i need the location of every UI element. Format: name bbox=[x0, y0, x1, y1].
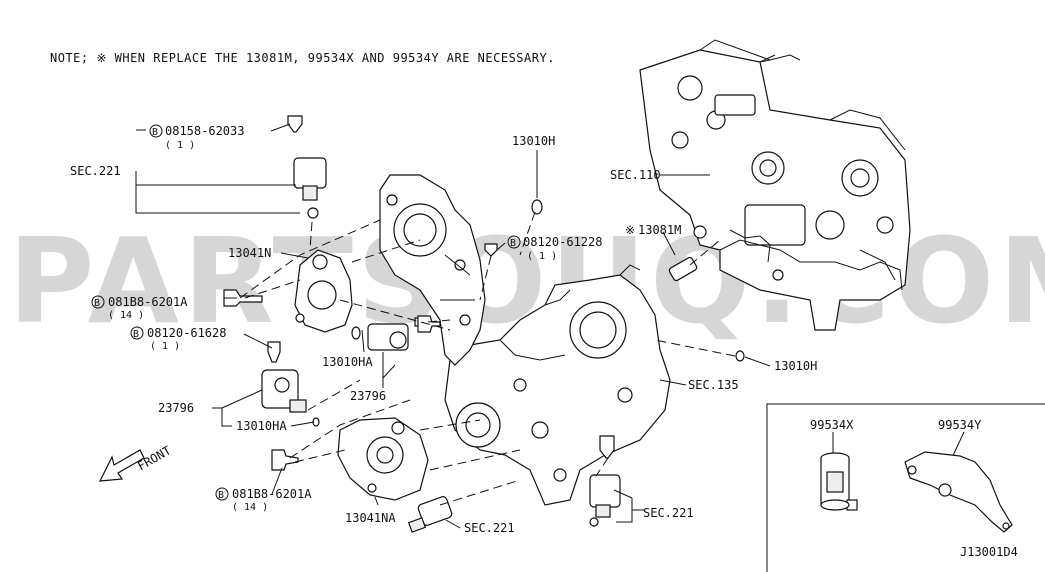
valve-23796-upper-drawing bbox=[351, 317, 430, 351]
label-081b8-6201a-bottom: 081B8-6201A bbox=[232, 487, 312, 501]
qty-08120-61228: ( 1 ) bbox=[527, 251, 557, 262]
front-label: FRONT bbox=[135, 443, 173, 473]
label-08120-61628: 08120-61628 bbox=[147, 326, 226, 340]
cam-sensor-top-drawing bbox=[287, 115, 327, 219]
label-sec135: SEC.135 bbox=[688, 378, 739, 392]
svg-text:B: B bbox=[218, 490, 224, 501]
required-marker-13081m: ※ bbox=[625, 223, 635, 237]
qty-081b8-6201a-top: ( 14 ) bbox=[108, 310, 144, 321]
label-08120-61228: 08120-61228 bbox=[523, 235, 602, 249]
label-13010h-top: 13010H bbox=[512, 134, 555, 148]
special-tools-box bbox=[766, 403, 1045, 572]
engine-block-drawing bbox=[639, 39, 911, 331]
cover-13041n-drawing bbox=[294, 249, 353, 333]
label-13010h-right: 13010H bbox=[774, 359, 817, 373]
svg-text:B: B bbox=[152, 127, 158, 138]
label-23796-upper: 23796 bbox=[350, 389, 386, 403]
label-23796-left: 23796 bbox=[158, 401, 194, 415]
sensor-bottom-drawing bbox=[407, 496, 453, 533]
svg-text:B: B bbox=[133, 329, 139, 340]
label-13010ha-lower: 13010HA bbox=[236, 419, 287, 433]
label-sec221-right: SEC.221 bbox=[643, 506, 694, 520]
bolt-marker-08120-left: B bbox=[130, 326, 144, 340]
label-13081m: 13081M bbox=[638, 223, 681, 237]
label-99534x: 99534X bbox=[810, 418, 854, 432]
svg-text:B: B bbox=[94, 298, 100, 309]
bolts-drawing bbox=[223, 243, 498, 471]
tool-99534x-drawing bbox=[820, 452, 858, 511]
inner-cover-drawing bbox=[379, 174, 486, 366]
leader-lines bbox=[135, 123, 965, 529]
label-13010ha-upper: 13010HA bbox=[322, 355, 373, 369]
pin-13081m-drawing bbox=[668, 256, 698, 282]
label-08158-62033: 08158-62033 bbox=[165, 124, 244, 138]
label-sec110: SEC.110 bbox=[610, 168, 661, 182]
label-99534y: 99534Y bbox=[938, 418, 982, 432]
bolt-marker-08158: B bbox=[149, 124, 163, 138]
label-13041na: 13041NA bbox=[345, 511, 396, 525]
bolt-marker-08120-right: B bbox=[507, 235, 521, 249]
label-081b8-6201a-top: 081B8-6201A bbox=[108, 295, 188, 309]
label-sec221-bottom: SEC.221 bbox=[464, 521, 515, 535]
seal-13010h-top-drawing bbox=[531, 199, 543, 215]
label-13041n: 13041N bbox=[228, 246, 271, 260]
sensor-right-drawing bbox=[589, 435, 621, 527]
replacement-note: NOTE; ※ WHEN REPLACE THE 13081M, 99534X … bbox=[50, 51, 555, 65]
qty-08158-62033: ( 1 ) bbox=[165, 140, 195, 151]
qty-081b8-6201a-bottom: ( 14 ) bbox=[232, 502, 268, 513]
bolt-marker-081b8-top: B bbox=[91, 295, 105, 309]
assembly-dashed-lines bbox=[239, 211, 736, 506]
tool-99534y-drawing bbox=[904, 451, 1013, 533]
qty-08120-61628: ( 1 ) bbox=[150, 341, 180, 352]
seal-13010h-right-drawing bbox=[735, 350, 745, 362]
front-arrow bbox=[98, 449, 145, 482]
label-sec221-top: SEC.221 bbox=[70, 164, 121, 178]
valve-23796-left-drawing bbox=[261, 341, 320, 427]
cover-13041na-drawing bbox=[337, 417, 429, 501]
svg-text:B: B bbox=[510, 238, 516, 249]
diagram-id: J13001D4 bbox=[960, 545, 1018, 559]
bolt-marker-081b8-bottom: B bbox=[215, 487, 229, 501]
